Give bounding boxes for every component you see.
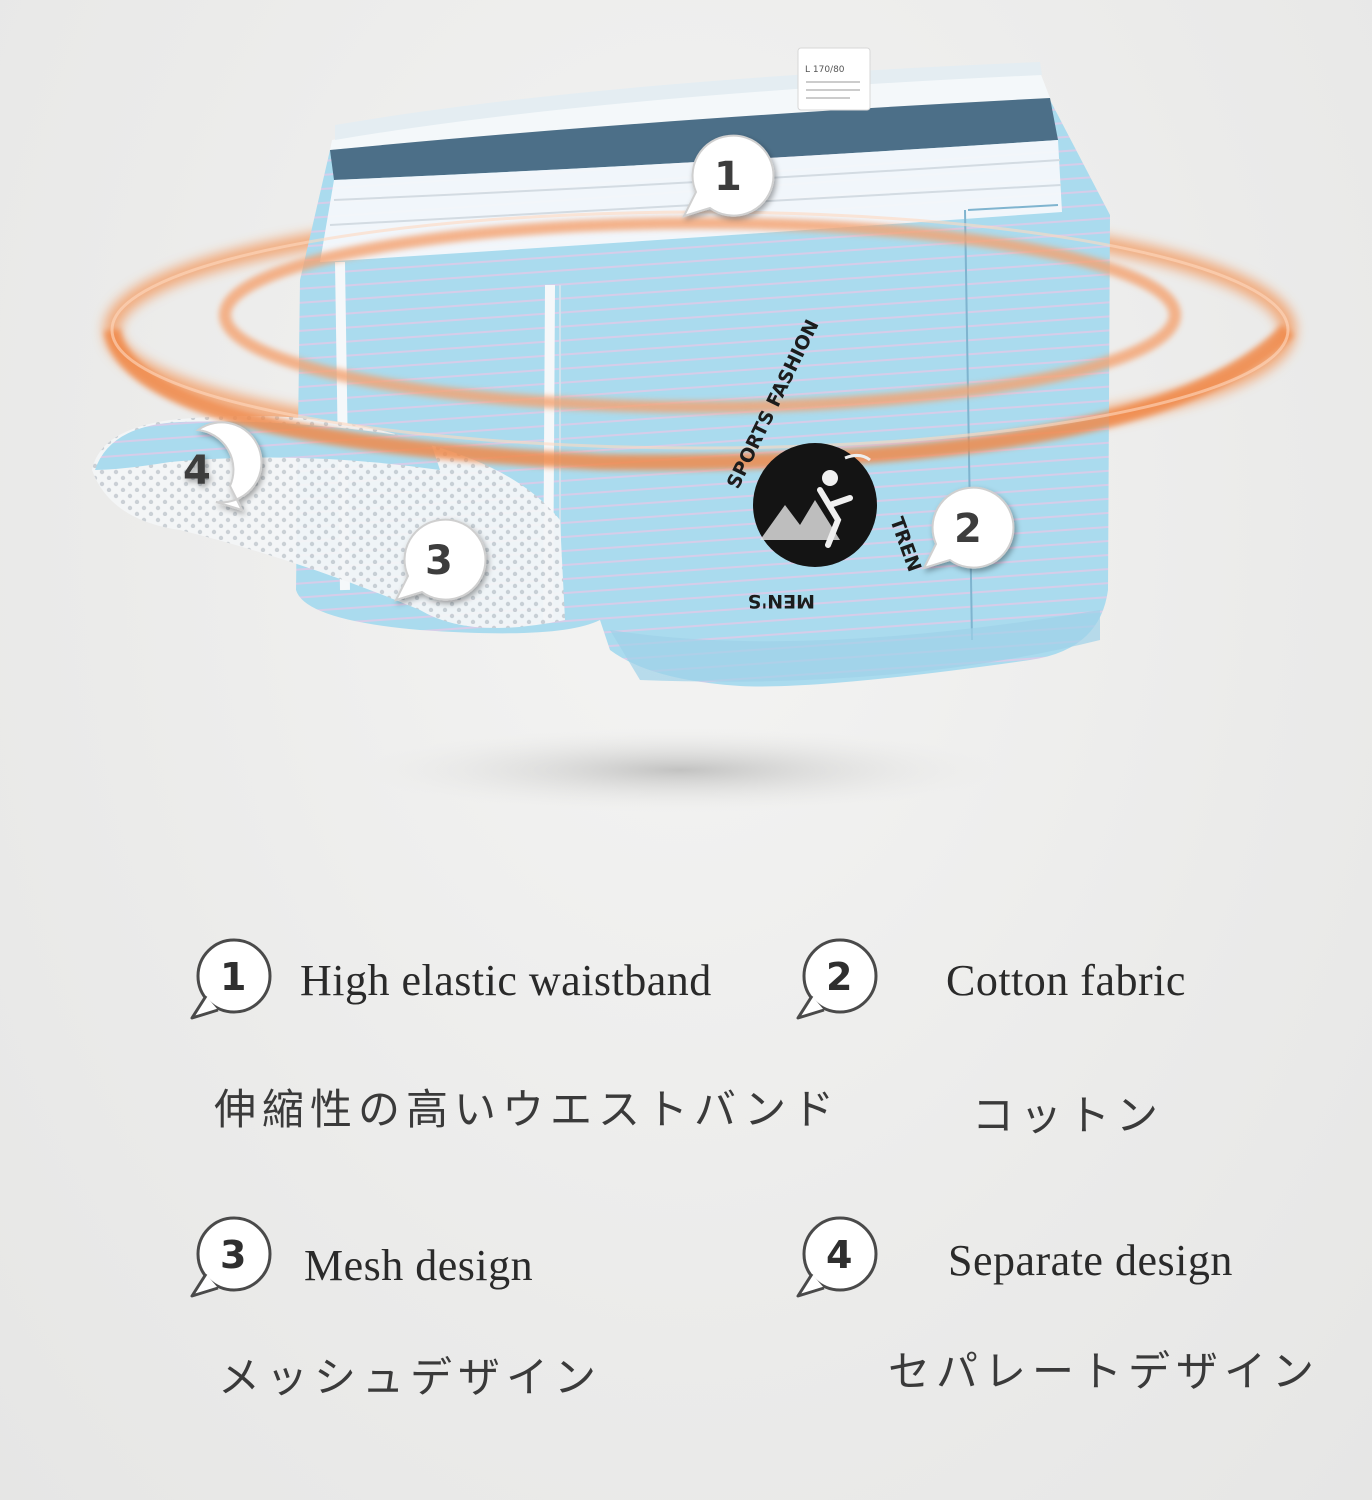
- feature-4: 4 Separate design: [792, 1212, 1233, 1304]
- feature-3-en-label: Mesh design: [304, 1240, 534, 1290]
- callout-1: 1: [682, 134, 775, 218]
- callout-4: 4: [183, 421, 263, 512]
- feature-4-en-label: Separate design: [948, 1235, 1233, 1285]
- leg-hem: [610, 610, 1100, 682]
- waistband-dark: [330, 98, 1058, 180]
- feature-1-en-label: High elastic waistband: [300, 955, 712, 1005]
- size-tag-text: L 170/80: [805, 65, 845, 75]
- svg-text:1: 1: [220, 955, 246, 999]
- svg-text:4: 4: [183, 448, 211, 494]
- feature-4-bubble-icon: 4: [796, 1216, 878, 1298]
- floor-shadow: [360, 728, 1000, 812]
- feature-1-jp-label: 伸縮性の高いウエストバンド: [214, 1085, 841, 1134]
- callout-3: 3: [394, 518, 487, 602]
- glow-ring-inner: [219, 217, 1181, 413]
- feature-2-bubble-icon: 2: [796, 938, 878, 1020]
- feature-2-jp-label: コットン: [972, 1091, 1165, 1140]
- sports-fashion-logo: SPORTS FASHION TREN MEN'S: [723, 316, 926, 612]
- size-tag: [797, 47, 871, 111]
- svg-text:MEN'S: MEN'S: [748, 590, 815, 612]
- feature-1-bubble-icon: 1: [190, 938, 272, 1020]
- feature-2: 2 Cotton fabric: [792, 934, 1186, 1026]
- svg-text:2: 2: [826, 955, 852, 999]
- product-illustration: L 170/80 SPORTS FASHION TREN MEN'S 1 2 3: [92, 47, 1296, 812]
- callout-2: 2: [922, 486, 1015, 570]
- feature-1: 1 High elastic waistband: [186, 934, 712, 1026]
- feature-3-bubble-icon: 3: [190, 1216, 272, 1298]
- feature-3: 3 Mesh design: [186, 1212, 533, 1304]
- svg-text:2: 2: [954, 506, 982, 552]
- svg-text:4: 4: [826, 1233, 852, 1277]
- feature-3-jp-label: メッシュデザイン: [218, 1353, 603, 1402]
- feature-4-jp-label: セパレートデザイン: [888, 1347, 1321, 1396]
- feature-2-en-label: Cotton fabric: [946, 955, 1186, 1005]
- svg-text:3: 3: [220, 1233, 246, 1277]
- svg-text:1: 1: [714, 154, 742, 200]
- svg-text:3: 3: [425, 538, 453, 584]
